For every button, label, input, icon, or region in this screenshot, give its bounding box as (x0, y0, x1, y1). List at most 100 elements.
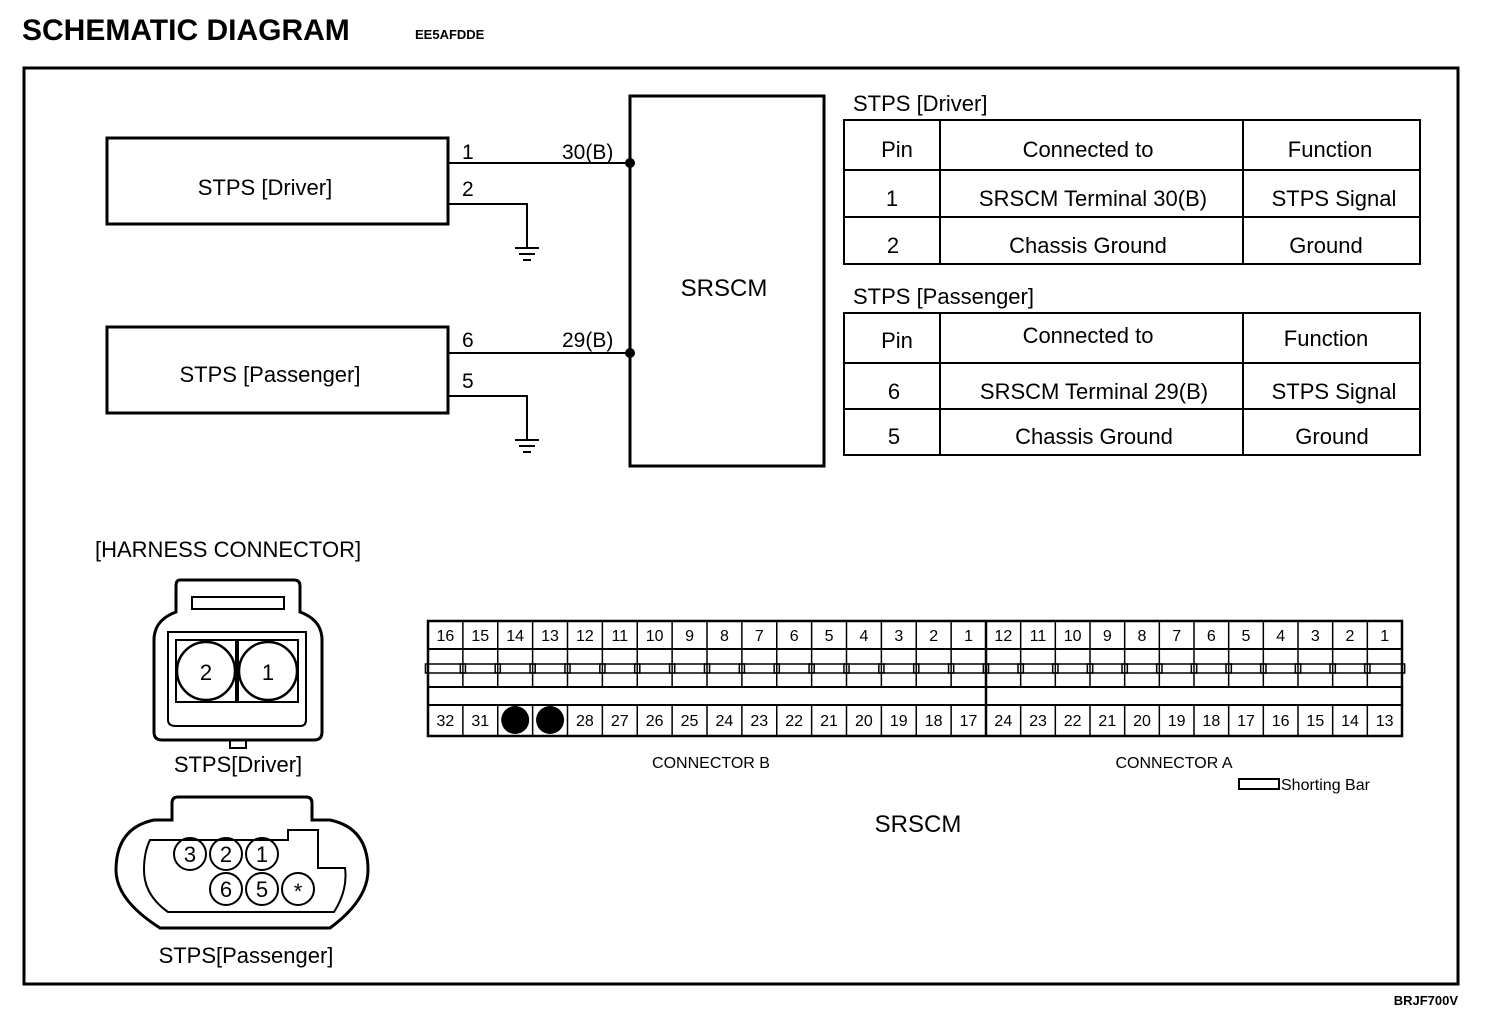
table-header-cell: Pin (881, 137, 913, 162)
passenger-connector-pin: 5 (256, 877, 268, 902)
stps-passenger-connector-label: STPS[Passenger] (159, 943, 334, 968)
ground-symbol-icon (515, 247, 539, 261)
connector-a-terminal-slot (1051, 663, 1094, 674)
connector-a-bottom-pin-number: 13 (1376, 713, 1394, 730)
connector-b-terminal-slot (843, 663, 885, 674)
connector-a-terminal-slot (1121, 663, 1163, 674)
passenger-connector-pin: 3 (184, 842, 196, 867)
table-cell: Chassis Ground (1015, 424, 1173, 449)
shorting-bar-legend-icon (1238, 778, 1280, 790)
connector-b-top-pin-number: 2 (929, 628, 938, 645)
connector-b-bottom-pin-number: 18 (925, 713, 943, 730)
passenger-connector-pin: 6 (220, 877, 232, 902)
stps-driver-connector-label: STPS[Driver] (174, 752, 302, 777)
connector-a-top-pin-number: 12 (994, 628, 1012, 645)
driver-pin-2-label: 2 (462, 178, 474, 201)
passenger-pin-6-label: 6 (462, 329, 474, 352)
connector-a-top-pin-number: 2 (1346, 628, 1355, 645)
connector-a-label: CONNECTOR A (1115, 755, 1232, 772)
diagram-frame (22, 66, 1460, 986)
shorting-bar-legend-label: Shorting Bar (1281, 777, 1371, 794)
connector-b-top-pin-number: 15 (471, 628, 489, 645)
table-cell: SRSCM Terminal 29(B) (980, 379, 1208, 404)
table-border (843, 312, 1421, 456)
connector-b-bottom-pin-number: 25 (681, 713, 699, 730)
driver-connector-pin: 1 (262, 660, 274, 685)
connector-b-terminal-slot (599, 663, 641, 674)
figure-code: BRJF700V (1394, 993, 1459, 1008)
connector-a-top-pin-number: 1 (1380, 628, 1389, 645)
connector-b-top-pin-number: 12 (576, 628, 594, 645)
connector-b-terminal-slot (912, 663, 955, 674)
ground-symbol-icon (515, 439, 539, 453)
connector-b-terminal-slot (703, 663, 746, 674)
connector-a-terminal-slot (1086, 663, 1129, 674)
table-border (843, 119, 1421, 265)
connector-a-top-pin-number: 10 (1064, 628, 1082, 645)
harness-section-title: [HARNESS CONNECTOR] (95, 537, 361, 562)
connector-b-terminal-slot (529, 663, 571, 674)
connector-b-terminal-slot (808, 663, 850, 674)
table-cell: 1 (886, 186, 898, 211)
connector-b-top-pin-number: 1 (964, 628, 973, 645)
table-cell: Ground (1289, 233, 1362, 258)
srscm-module-box (628, 94, 826, 468)
connector-b-terminal-slot (633, 663, 676, 674)
connector-b-terminal-slot (564, 663, 606, 674)
table-cell: 5 (888, 424, 900, 449)
table-cell: 2 (887, 233, 899, 258)
connector-a-terminal-slot (1259, 663, 1302, 674)
connector-a-bottom-pin-number: 17 (1237, 713, 1255, 730)
connector-b-terminal-slot (773, 663, 815, 674)
table-header-cell: Connected to (1023, 137, 1154, 162)
connector-a-top-pin-number: 3 (1311, 628, 1320, 645)
stps-driver-connector: 2 1 (152, 578, 324, 749)
page-title: SCHEMATIC DIAGRAM (22, 14, 350, 47)
connector-b-bottom-pin-number: 22 (785, 713, 803, 730)
connector-b-bottom-pin-number: 19 (890, 713, 908, 730)
pin-table-passenger: STPS [Passenger] Pin Connected to Functi… (843, 284, 1421, 456)
table-cell: STPS Signal (1272, 186, 1397, 211)
connector-b-terminal-slot (494, 663, 536, 674)
connector-b-bottom-pin-number: 28 (576, 713, 594, 730)
passenger-connector-pin: 1 (256, 842, 268, 867)
connector-a-top-pin-number: 4 (1276, 628, 1285, 645)
connector-a-terminal-slot (1363, 663, 1406, 674)
table-cell: STPS Signal (1272, 379, 1397, 404)
connector-b-terminal-slot (878, 663, 920, 674)
connector-a-top-pin-number: 8 (1138, 628, 1147, 645)
connector-b-top-pin-number: 3 (894, 628, 903, 645)
passenger-junction-dot (625, 348, 635, 358)
connector-a-terminal-slot (982, 663, 1025, 674)
table-title: STPS [Driver] (853, 91, 987, 116)
table-header-cell: Connected to (1023, 323, 1154, 348)
connector-b-top-pin-number: 13 (541, 628, 559, 645)
connector-a-terminal-slot (1225, 663, 1267, 674)
passenger-pin-5-label: 5 (462, 370, 474, 393)
connector-b-unused-pin-dot (501, 706, 530, 734)
connector-a-terminal-slot (1294, 663, 1337, 674)
driver-ground-wire (448, 203, 528, 248)
stps-passenger-connector: 3 2 1 6 5 * (114, 795, 370, 930)
connector-a-bottom-pin-number: 18 (1202, 713, 1220, 730)
connector-b-bottom-pin-number: 32 (437, 713, 455, 730)
driver-junction-dot (625, 158, 635, 168)
passenger-ground-wire (448, 395, 528, 440)
connector-b-top-pin-number: 5 (825, 628, 834, 645)
stps-driver-box (105, 136, 450, 226)
connector-a-bottom-pin-number: 14 (1341, 713, 1359, 730)
srscm-connector-outline (426, 619, 1404, 738)
connector-a-terminal-slot (1017, 663, 1059, 674)
srscm-connector-title: SRSCM (875, 811, 962, 838)
connector-b-terminal-slot (738, 663, 781, 674)
pin-table-driver: STPS [Driver] Pin Connected to Function … (843, 91, 1421, 265)
passenger-connector-pin: * (294, 879, 303, 904)
schematic-section: STPS [Driver] STPS [Passenger] SRSCM 1 3… (105, 94, 826, 468)
connector-b-unused-pin-dot (536, 706, 565, 734)
connector-b-top-pin-number: 16 (437, 628, 455, 645)
connector-a-top-pin-number: 5 (1242, 628, 1251, 645)
connector-b-bottom-pin-number: 21 (820, 713, 838, 730)
